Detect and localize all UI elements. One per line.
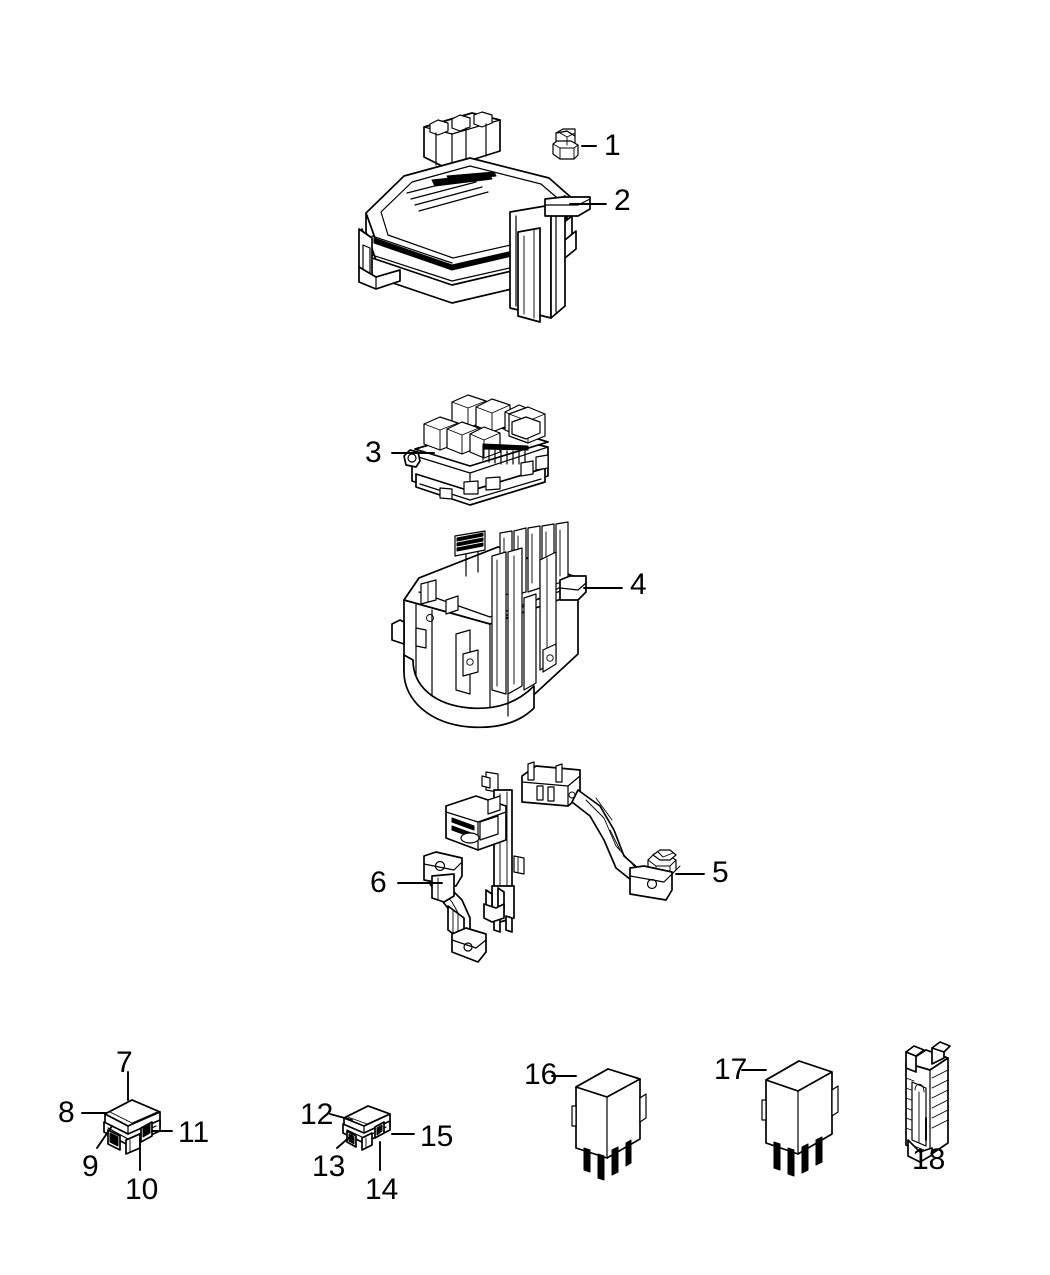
callout-label-2: 2 — [614, 184, 631, 217]
callout-label-17: 17 — [714, 1053, 748, 1086]
callout-label-16: 16 — [524, 1058, 558, 1091]
part-16-relay — [571, 1068, 647, 1181]
callout-label-18: 18 — [912, 1143, 946, 1176]
callout-label-6: 6 — [370, 866, 387, 899]
callout-label-1: 1 — [604, 129, 621, 162]
part-17-relay — [761, 1060, 839, 1177]
callout-label-11: 11 — [178, 1116, 210, 1149]
callout-label-8: 8 — [58, 1096, 75, 1129]
part-6-wiring-harness — [423, 761, 673, 963]
callout-label-9: 9 — [82, 1150, 99, 1183]
callout-label-10: 10 — [125, 1173, 159, 1206]
part-3-fuse-block — [403, 394, 549, 506]
callout-label-4: 4 — [630, 568, 647, 601]
callout-label-5: 5 — [712, 856, 729, 889]
callout-label-13: 13 — [312, 1150, 346, 1183]
part-18-cartridge-fuse — [905, 1041, 951, 1163]
callout-label-3: 3 — [365, 436, 382, 469]
part-2-cover — [358, 111, 591, 323]
part-4-housing — [391, 521, 587, 729]
callout-label-15: 15 — [420, 1120, 454, 1153]
callout-label-14: 14 — [365, 1173, 399, 1206]
part-12-15-mini-fuse — [342, 1105, 391, 1151]
callout-label-7: 7 — [116, 1046, 133, 1079]
part-1-nut — [552, 128, 579, 160]
part-7-11-large-fuse — [103, 1099, 161, 1155]
callout-label-12: 12 — [300, 1098, 334, 1131]
leader-lines — [81, 145, 927, 1171]
